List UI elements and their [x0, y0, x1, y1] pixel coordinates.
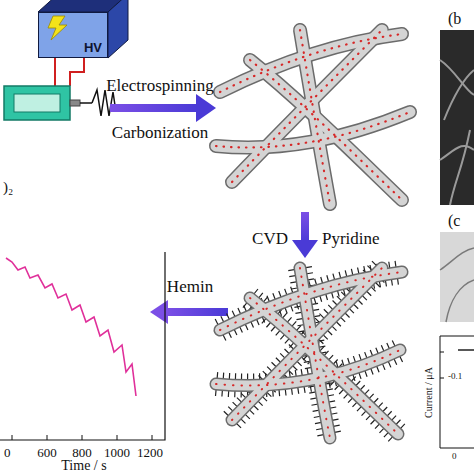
amperometric-chart — [0, 252, 165, 440]
process-arrow — [110, 94, 216, 122]
label: 600 — [37, 446, 57, 460]
label: (c — [448, 212, 460, 230]
tem-image — [440, 232, 474, 322]
label: Pyridine — [322, 230, 380, 249]
current-trace — [6, 258, 136, 396]
sem-image — [440, 30, 474, 205]
box-label: HV — [84, 40, 102, 55]
label: Time / s — [61, 458, 106, 473]
label: 0 — [4, 446, 11, 460]
label: 1200 — [137, 446, 163, 460]
process-arrow — [292, 212, 318, 258]
lightning-symbol — [43, 15, 73, 41]
nanotube-fibers — [216, 268, 402, 438]
label: 0 — [452, 452, 457, 462]
wires — [55, 58, 84, 86]
carbon-fibers — [216, 30, 410, 204]
label: )₂ — [3, 179, 13, 196]
label: CVD — [252, 230, 288, 249]
axis-title: Current / μA — [422, 367, 433, 418]
power-box: HV — [38, 12, 108, 58]
label: (b — [448, 10, 461, 28]
cv-chart — [440, 336, 474, 448]
label: Carbonization — [112, 124, 208, 143]
label: Electrospinning — [106, 77, 214, 96]
label: Hemin — [167, 278, 213, 297]
label: -0.1 — [448, 372, 462, 382]
power-supply — [38, 0, 128, 58]
syringe — [4, 86, 116, 120]
label: 1000 — [104, 446, 130, 460]
